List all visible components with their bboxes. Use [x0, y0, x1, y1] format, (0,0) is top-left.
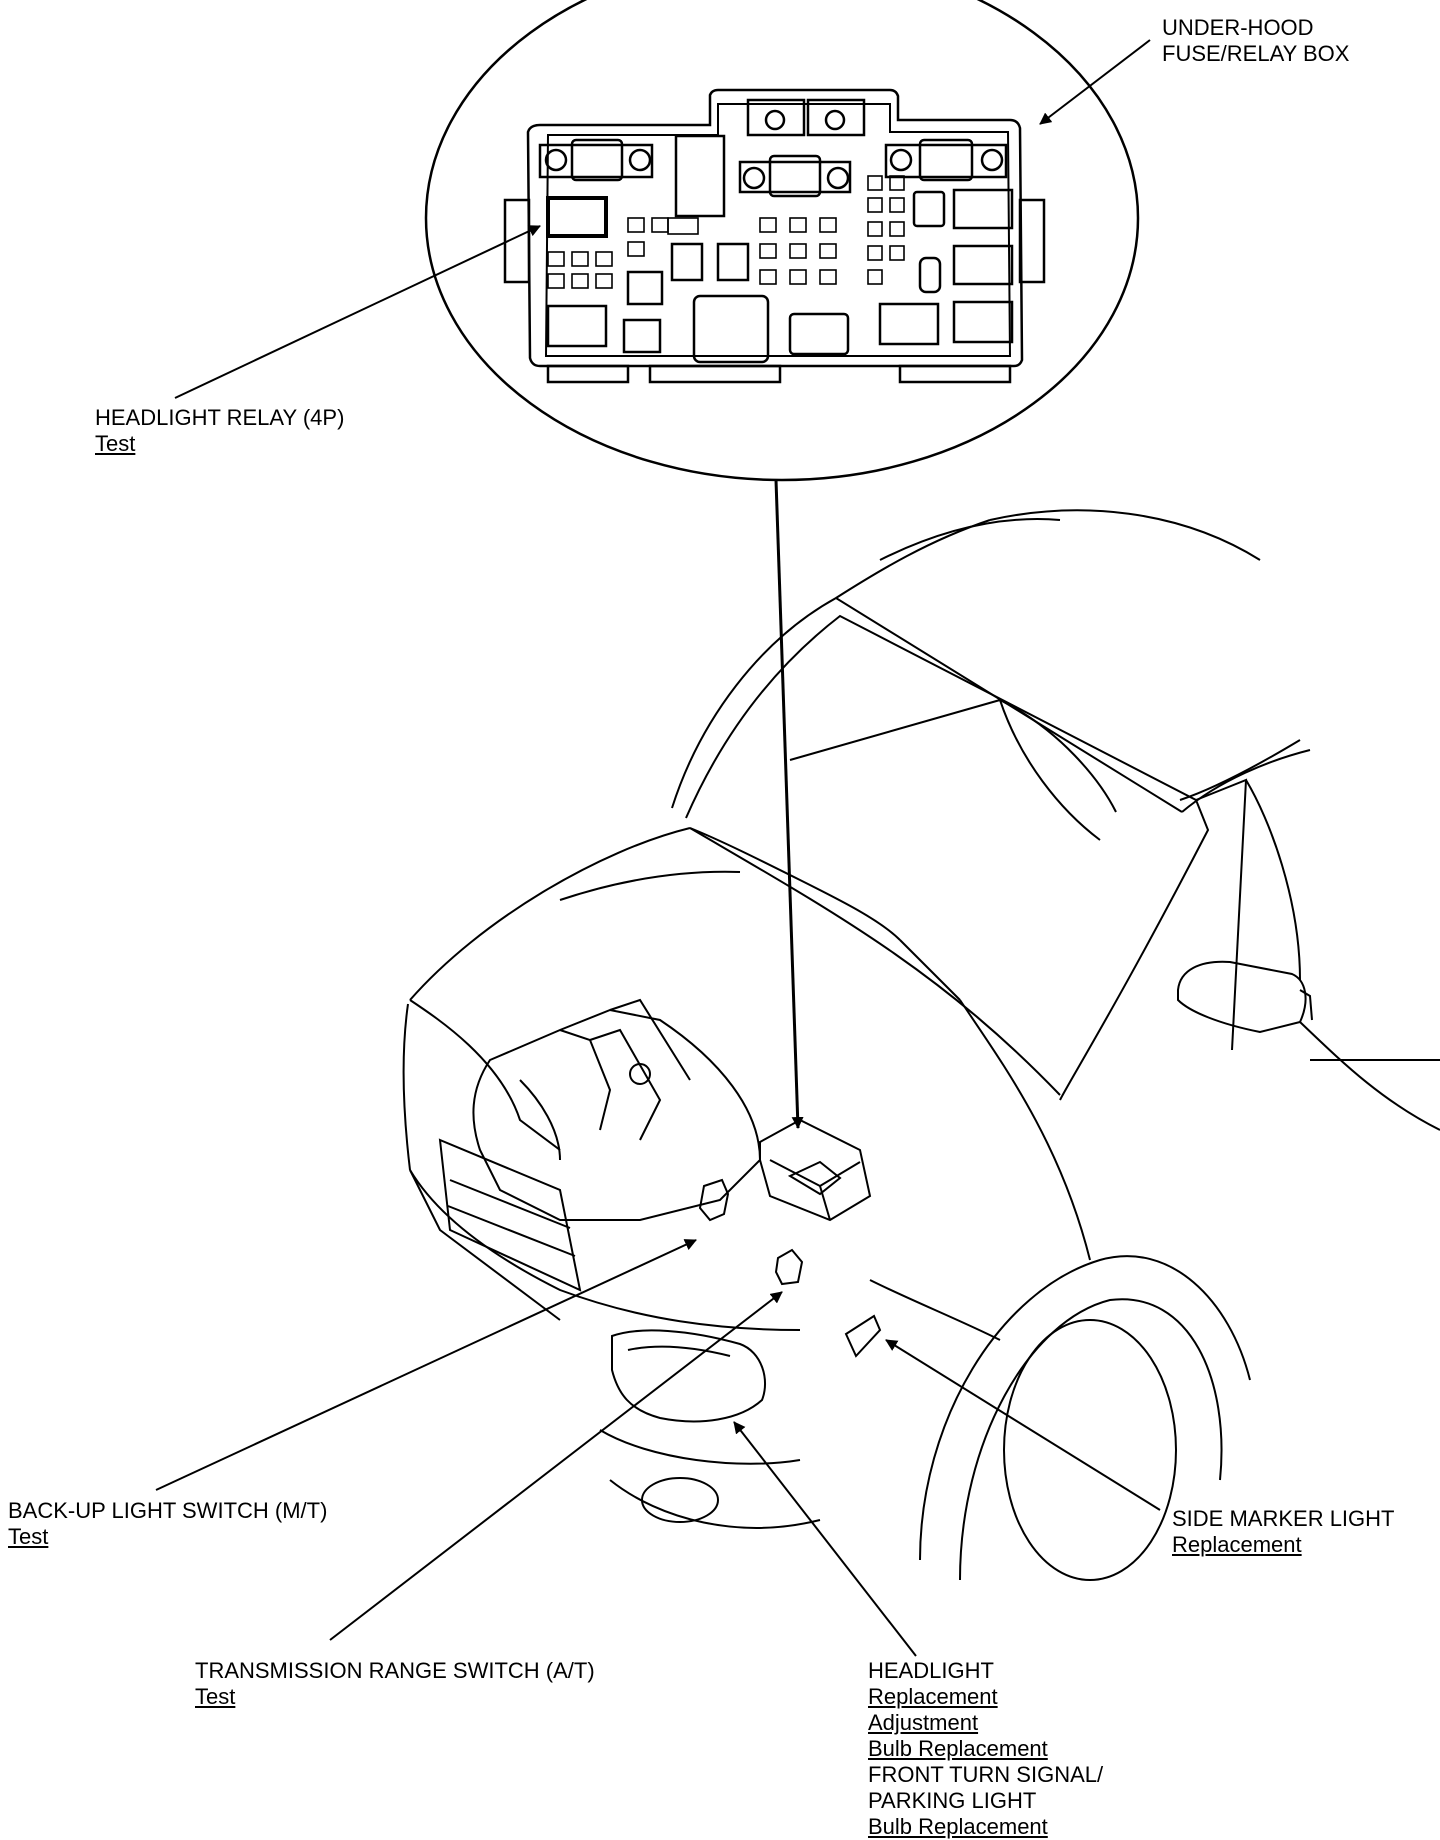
- turn-signal-title-2: PARKING LIGHT: [868, 1788, 1037, 1813]
- zoom-ellipse: [424, 0, 1140, 482]
- fog-light-part: [641, 1477, 719, 1523]
- callout-headlight: HEADLIGHT Replacement Adjustment Bulb Re…: [868, 1658, 1103, 1840]
- side-marker-title: SIDE MARKER LIGHT: [1172, 1506, 1395, 1531]
- callout-side-marker: SIDE MARKER LIGHT Replacement: [1172, 1506, 1394, 1558]
- fuse-box-outline: [526, 88, 1024, 368]
- turn-signal-bulb-replacement-link[interactable]: Bulb Replacement: [868, 1814, 1048, 1839]
- leader-backup-switch: [155, 1239, 697, 1491]
- headlight-bulb-replacement-link[interactable]: Bulb Replacement: [868, 1736, 1048, 1761]
- fuse-box-on-vehicle: [759, 1118, 872, 1222]
- headlight-part: [611, 1329, 766, 1423]
- headlight-replacement-link[interactable]: Replacement: [868, 1684, 998, 1709]
- backup-switch-title: BACK-UP LIGHT SWITCH (M/T): [8, 1498, 328, 1523]
- trans-switch-part: [774, 1248, 804, 1286]
- tire: [959, 1298, 1223, 1581]
- headlight-relay-test-link[interactable]: Test: [95, 431, 136, 456]
- leader-zoom: [774, 479, 804, 1129]
- leader-fuse-box: [1039, 39, 1151, 125]
- side-marker-replacement-link[interactable]: Replacement: [1172, 1532, 1302, 1557]
- leader-side-marker: [885, 1339, 1161, 1511]
- fuse-box-label-1: UNDER-HOOD: [1162, 15, 1314, 40]
- leader-trans-switch: [329, 1291, 783, 1641]
- callout-trans-switch: TRANSMISSION RANGE SWITCH (A/T) Test: [195, 1658, 595, 1710]
- trans-switch-test-link[interactable]: Test: [195, 1684, 236, 1709]
- leader-lines: [155, 39, 1161, 1657]
- headlight-relay-title: HEADLIGHT RELAY (4P): [95, 405, 345, 430]
- callout-fuse-box: UNDER-HOOD FUSE/RELAY BOX: [1162, 15, 1349, 67]
- headlight-adjustment-link[interactable]: Adjustment: [868, 1710, 979, 1735]
- fuse-box-label-2: FUSE/RELAY BOX: [1162, 41, 1350, 66]
- callout-backup-switch: BACK-UP LIGHT SWITCH (M/T) Test: [8, 1498, 327, 1550]
- backup-switch-part: [698, 1178, 730, 1222]
- side-mirror: [1177, 960, 1307, 1034]
- headlight-relay-highlight: [546, 196, 608, 238]
- leader-headlight-relay: [174, 225, 541, 399]
- side-marker-part: [844, 1314, 882, 1358]
- vehicle-drawing: [402, 509, 1440, 1581]
- leader-headlight: [733, 1421, 917, 1657]
- headlight-title: HEADLIGHT: [868, 1658, 994, 1683]
- engine-block: [472, 1008, 762, 1221]
- wheel-arch: [919, 1255, 1251, 1561]
- callout-headlight-relay: HEADLIGHT RELAY (4P) Test: [95, 405, 344, 457]
- turn-signal-title-1: FRONT TURN SIGNAL/: [868, 1762, 1104, 1787]
- trans-switch-title: TRANSMISSION RANGE SWITCH (A/T): [195, 1658, 595, 1683]
- fuse-box-inset: [424, 0, 1140, 482]
- backup-switch-test-link[interactable]: Test: [8, 1524, 49, 1549]
